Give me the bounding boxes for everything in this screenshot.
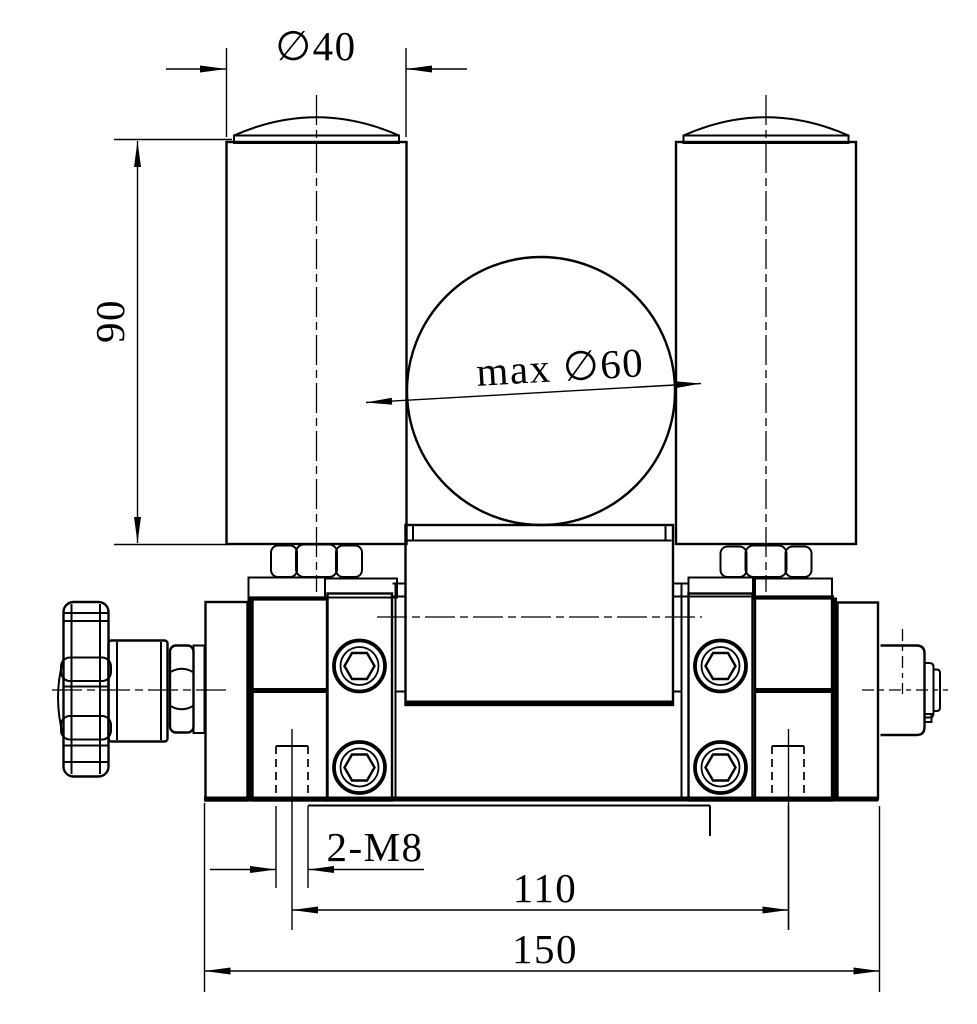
left-roller: [225, 95, 408, 592]
left-top-plate-inner: [247, 576, 326, 599]
right-bolt-plate: [687, 592, 754, 802]
dimension-roller-diameter: ∅40: [166, 23, 467, 137]
carriage-block: [377, 523, 702, 707]
left-bolt-plate: [326, 592, 394, 802]
right-end-block: [836, 601, 880, 800]
socket-screw-top-left: [332, 638, 387, 694]
dimension-roller-height: 90: [87, 138, 232, 546]
end-fitting: [862, 629, 948, 737]
clamp-knob: [52, 600, 230, 778]
dimension-hole-spacing: 110: [292, 806, 790, 930]
dimension-thread-holes: 2-M8: [210, 806, 424, 888]
dim-roller-diameter-text: ∅40: [275, 23, 356, 69]
dim-roller-height-text: 90: [87, 299, 133, 343]
socket-screw-bottom-left: [332, 740, 387, 795]
right-roller: [674, 95, 858, 592]
shaft-hex-nut: [168, 644, 206, 734]
dimension-overall-length: 150: [203, 803, 881, 992]
left-roller-nut: [270, 543, 363, 578]
left-top-plate-outer: [324, 577, 398, 599]
right-body-block: [753, 596, 834, 802]
dim-overall-length-text: 150: [512, 926, 578, 972]
shaft-washer: [192, 644, 206, 734]
right-roller-nut: [719, 544, 813, 578]
left-end-block: [204, 600, 249, 802]
dim-max-workpiece-text: max ∅60: [475, 339, 645, 395]
base-assembly: [204, 576, 880, 802]
base-rail: [308, 582, 711, 836]
knob-shaft: [107, 639, 169, 743]
left-body-block: [251, 596, 329, 802]
dimension-max-workpiece: max ∅60: [365, 339, 702, 405]
dim-thread-text: 2-M8: [326, 824, 423, 870]
socket-screw-top-right: [693, 638, 748, 694]
dim-hole-spacing-text: 110: [513, 865, 577, 911]
m8-hole-left: [275, 729, 309, 930]
right-top-plate-inner: [687, 576, 754, 598]
socket-screw-bottom-right: [693, 740, 748, 795]
